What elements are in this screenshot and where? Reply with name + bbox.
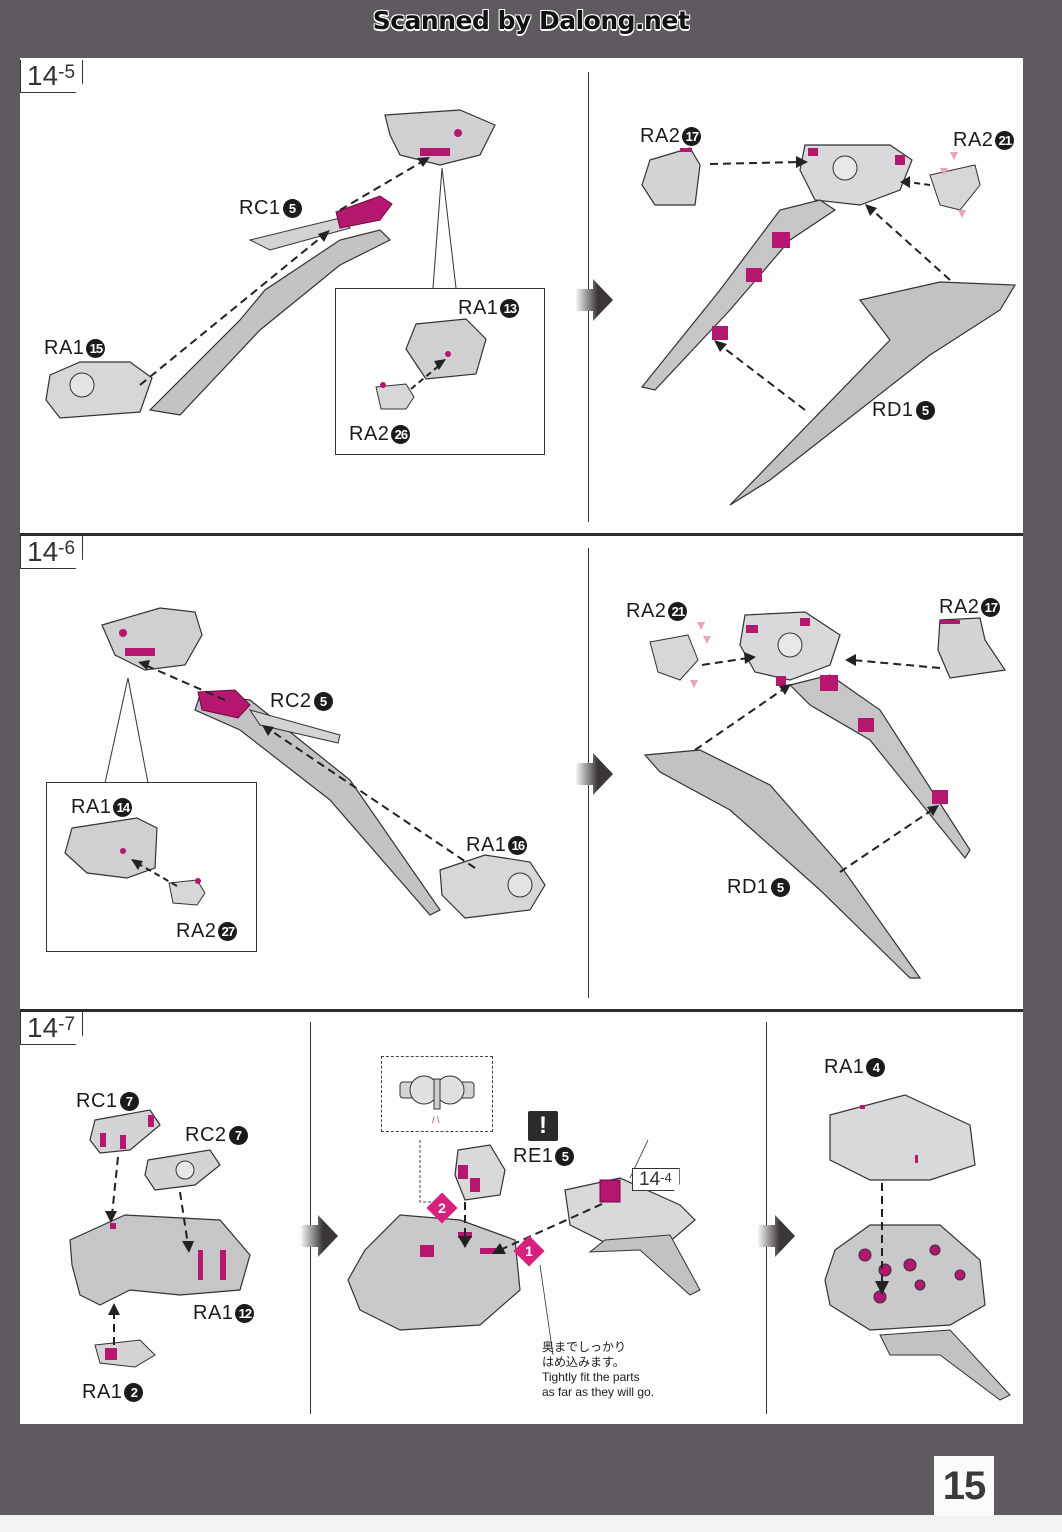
inset-diagram: [375, 318, 487, 410]
step-14-6-left-diagram: [101, 607, 546, 919]
part-blade-fin: [248, 709, 341, 744]
next-step-arrow-icon: [300, 1215, 338, 1257]
step-number: 14: [639, 1169, 661, 1190]
watermark: Scanned by Dalong.net: [372, 6, 690, 35]
page-number: 15: [934, 1456, 994, 1516]
part-14-4-assembly: [564, 1177, 696, 1251]
step-sub-number: -7: [58, 1014, 76, 1035]
detail-inset: / \: [381, 1056, 493, 1132]
detail-inset: [335, 288, 545, 455]
row-divider: [20, 1009, 1023, 1012]
next-step-arrow-icon: [575, 279, 613, 321]
step-number: 14: [27, 536, 59, 567]
footer-strip: [0, 1515, 1062, 1532]
step-14-7-right-diagram: [824, 1094, 1011, 1401]
step-number: 14: [27, 1012, 59, 1043]
svg-text:/ \: / \: [432, 1115, 440, 1125]
column-divider: [766, 1022, 767, 1414]
part-rc1-7: [89, 1109, 161, 1154]
note-en-line: Tightly fit the parts: [542, 1370, 640, 1384]
part-ra2-27: [168, 879, 206, 906]
part-rd1-5: [643, 749, 922, 979]
step-14-5-left-diagram: [45, 109, 496, 419]
part-ra1-14: [64, 817, 158, 879]
part-ra2-21: [649, 634, 699, 681]
part-arm: [640, 199, 837, 391]
step-badge-14-6: 14-6: [20, 536, 84, 569]
part-ra1-12: [69, 1214, 251, 1306]
step-number: 14: [27, 60, 59, 91]
part-magenta-block: [335, 195, 393, 229]
step-14-6-right-diagram: [643, 611, 1007, 979]
part-re1-5: [454, 1144, 506, 1201]
part-rd1-5: [729, 281, 1017, 506]
part-magenta-block: [197, 689, 251, 719]
warning-icon: !: [528, 1111, 558, 1141]
ref-step-badge-14-4: 14-4: [632, 1168, 680, 1191]
part-magenta-dot: [454, 129, 462, 137]
part-housing: [384, 109, 496, 166]
order-marker-2: 2: [426, 1192, 458, 1224]
step-14-7-left-diagram: [69, 1109, 251, 1368]
inset-diagram: [64, 817, 206, 906]
step-badge-14-5: 14-5: [20, 60, 84, 93]
step-sub-number: -4: [660, 1170, 672, 1185]
part-ra2-17: [937, 617, 1007, 679]
part-ra2-21: [929, 164, 981, 211]
step-badge-14-7: 14-7: [20, 1012, 84, 1045]
note-en-line: as far as they will go.: [542, 1385, 655, 1399]
step-14-7-center-diagram: [347, 1139, 701, 1356]
part-blade-fin: [248, 217, 351, 251]
next-step-arrow-icon: [575, 753, 613, 795]
step-sub-number: -6: [58, 538, 76, 559]
part-ra1-16: [439, 854, 546, 919]
part-body: [347, 1214, 521, 1331]
instruction-sheet: [20, 58, 1023, 1424]
part-magenta-slot: [420, 148, 450, 156]
part-core-housing: [799, 144, 913, 206]
note-ja-line: 奥までしっかり: [542, 1340, 627, 1354]
column-divider: [310, 1022, 311, 1414]
part-ra1-4: [829, 1094, 976, 1181]
part-blade-rc1: [148, 229, 392, 416]
part-arm: [788, 674, 971, 860]
part-ra1-15: [45, 361, 153, 419]
part-ra2-17: [641, 147, 701, 206]
inset-diagram: / \: [399, 1075, 475, 1125]
next-step-arrow-icon: [757, 1215, 795, 1257]
step-14-5-right-diagram: [640, 144, 1017, 506]
row-divider: [20, 533, 1023, 536]
part-ra1-13: [405, 318, 487, 380]
note-ja-line: はめ込みます。: [542, 1355, 625, 1369]
part-housing: [101, 607, 203, 671]
fit-instruction-note: 奥までしっかり はめ込みます。 Tightly fit the parts as…: [542, 1340, 654, 1400]
order-marker-1: 1: [513, 1235, 545, 1267]
part-ra2-26: [375, 383, 415, 410]
part-ra1-2: [94, 1339, 156, 1368]
step-sub-number: -5: [58, 62, 76, 83]
